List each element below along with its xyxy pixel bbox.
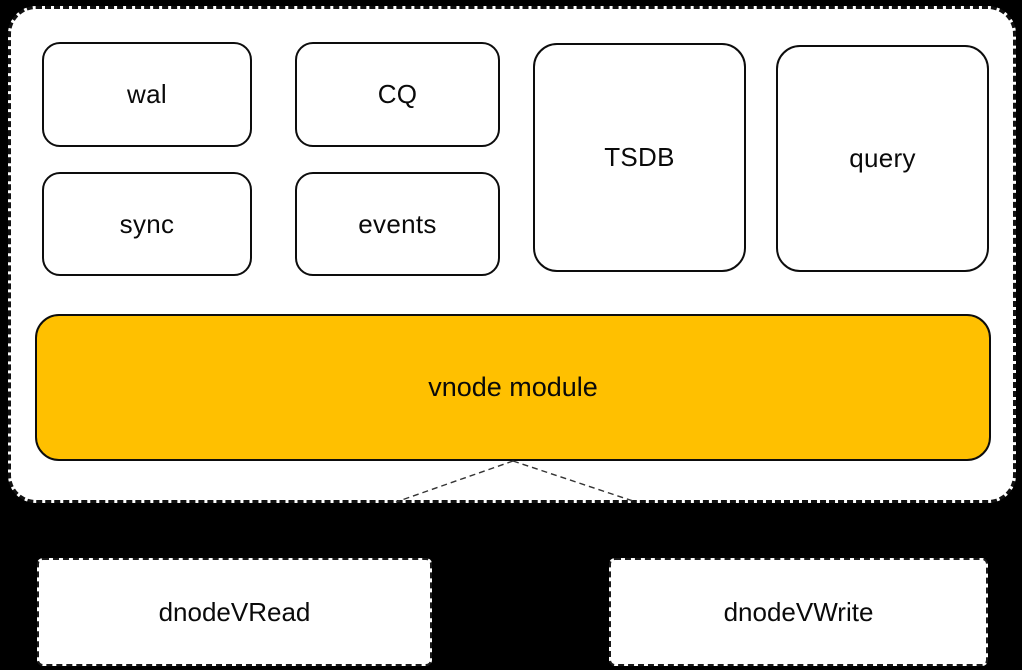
dnode-box-vwrite: dnodeVWrite (609, 558, 988, 666)
module-box-events: events (295, 172, 500, 276)
dnode-label-vread: dnodeVRead (158, 596, 311, 627)
module-label-query: query (849, 143, 916, 173)
module-label-wal: wal (127, 79, 167, 109)
dnode-label-vwrite: dnodeVWrite (723, 596, 874, 627)
module-box-wal: wal (42, 42, 252, 147)
module-label-sync: sync (119, 208, 175, 239)
module-box-cq: CQ (295, 42, 500, 147)
module-label-cq: CQ (377, 79, 418, 109)
vnode-module-bar: vnode module (35, 314, 991, 461)
vnode-module-label: vnode module (428, 372, 598, 402)
module-box-tsdb: TSDB (533, 43, 746, 272)
module-label-tsdb: TSDB (604, 142, 675, 172)
dnode-box-vread: dnodeVRead (37, 558, 432, 666)
module-box-query: query (776, 45, 989, 272)
module-box-sync: sync (42, 172, 252, 276)
module-label-events: events (358, 208, 437, 239)
